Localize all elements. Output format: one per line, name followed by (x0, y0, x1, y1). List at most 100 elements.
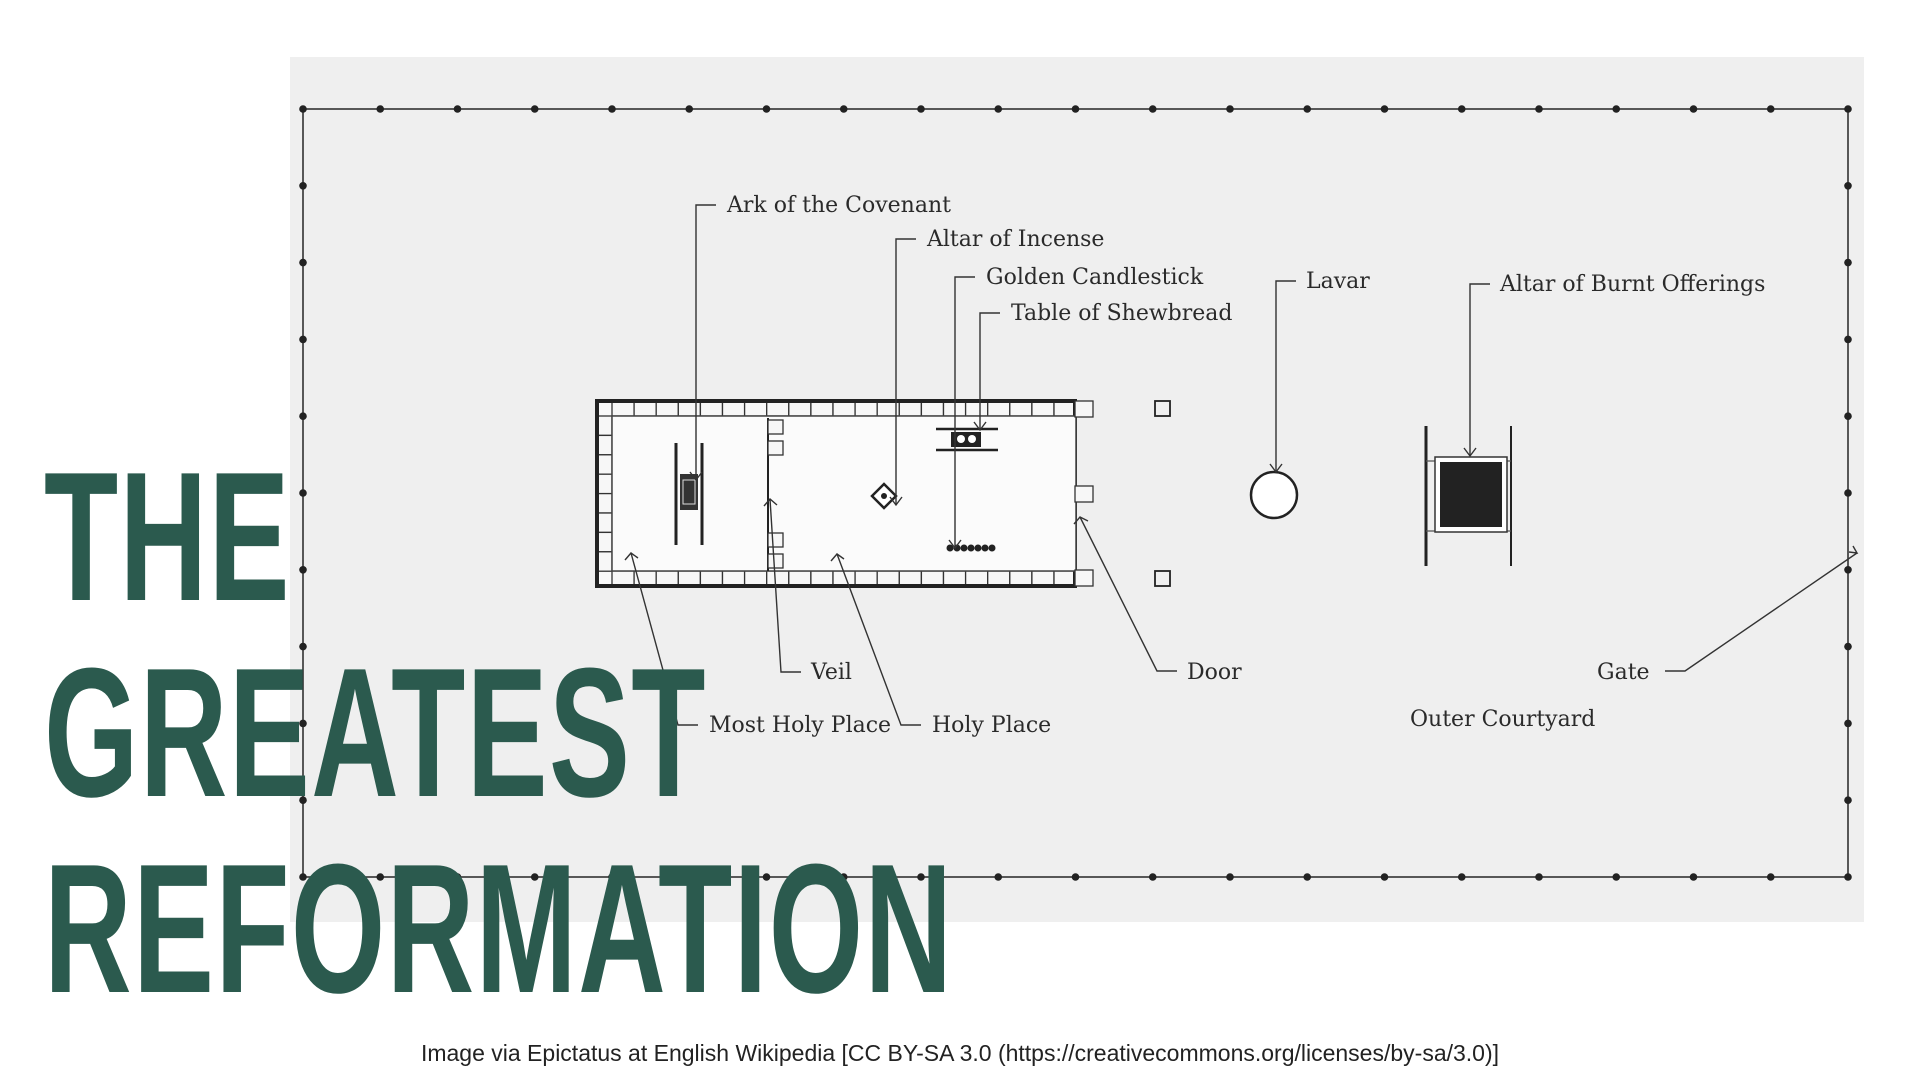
fence-post (917, 873, 925, 881)
wall-board (721, 400, 746, 417)
fence-post (299, 258, 307, 267)
fence-post (1844, 489, 1852, 497)
wall-board (920, 400, 945, 417)
fence-post (1844, 796, 1852, 804)
fence-post (685, 105, 694, 113)
fence-post (530, 105, 539, 113)
fence-post (839, 105, 848, 113)
fence-post (299, 412, 307, 421)
fence-post (530, 873, 539, 881)
fence-post (299, 182, 307, 190)
fence-post (299, 796, 307, 804)
title-line-2: GREATEST (44, 629, 707, 835)
fence-post (1380, 873, 1389, 881)
fence-post (299, 105, 307, 113)
label-veil: Veil (810, 660, 852, 685)
label-altar-of-burnt-offerings: Altar of Burnt Offerings (1499, 272, 1765, 297)
fence-post (299, 642, 307, 651)
wall-board (699, 400, 724, 417)
fence-post (376, 105, 385, 113)
fence-post (1612, 873, 1621, 881)
fence-post (1844, 335, 1852, 344)
label-table-of-shewbread: Table of Shewbread (1011, 301, 1233, 326)
fence-post (1844, 182, 1852, 190)
wall-board (1031, 570, 1055, 587)
fence-post (1612, 105, 1621, 113)
label-golden-candlestick: Golden Candlestick (986, 265, 1204, 290)
fence-post (608, 105, 616, 113)
fence-post (1844, 719, 1852, 728)
wall-board (1009, 570, 1033, 587)
altar-of-burnt-offerings-icon (1424, 426, 1512, 566)
fence-post (1457, 873, 1466, 881)
fence-post (1689, 105, 1698, 113)
fence-post (1148, 105, 1157, 113)
table-of-shewbread-icon (936, 427, 998, 452)
fence-post (1844, 873, 1852, 881)
wall-board (810, 400, 834, 417)
label-outer-courtyard: Outer Courtyard (1410, 707, 1595, 732)
fence-post (1457, 105, 1466, 113)
fence-post (1226, 105, 1234, 113)
wall-board (743, 400, 768, 417)
fence-post (839, 873, 848, 881)
label-holy-place: Holy Place (932, 713, 1051, 738)
fence-post (299, 335, 307, 344)
wall-board (655, 400, 679, 417)
fence-post (1766, 873, 1775, 881)
wall-board (633, 400, 657, 417)
fence-post (994, 873, 1003, 881)
wall-board (788, 400, 812, 417)
wall-board (596, 415, 613, 437)
fence-post (685, 873, 694, 881)
title-line-3: REFORMATION (44, 825, 954, 1031)
fence-post (299, 566, 307, 574)
fence-post (1844, 105, 1852, 113)
altar-of-incense-icon (870, 482, 898, 510)
fence-post (1303, 105, 1312, 113)
title-line-1: THE (44, 433, 291, 639)
wall-board (1053, 400, 1077, 417)
fence-post (1689, 873, 1698, 881)
label-gate: Gate (1597, 660, 1650, 685)
wall-board (832, 400, 856, 417)
wall-board (987, 570, 1011, 587)
wall-board (1031, 400, 1055, 417)
fence-post (762, 105, 771, 113)
fence-post (1766, 105, 1775, 113)
fence-post (608, 873, 616, 881)
fence-post (994, 105, 1003, 113)
wall-board (964, 570, 989, 587)
label-ark-of-the-covenant: Ark of the Covenant (726, 193, 951, 218)
fence-post (1071, 873, 1080, 881)
wall-board (611, 400, 635, 417)
fence-post (299, 719, 307, 728)
wall-board (1053, 570, 1077, 587)
label-altar-of-incense: Altar of Incense (926, 227, 1104, 252)
fence-post (1844, 642, 1852, 651)
label-lavar: Lavar (1306, 269, 1370, 294)
fence-post (1303, 873, 1312, 881)
fence-post (762, 873, 771, 881)
label-door: Door (1187, 660, 1242, 685)
fence-post (299, 489, 307, 497)
page-title: THE GREATEST REFORMATION (44, 438, 953, 1026)
fence-post (917, 105, 925, 113)
wall-board (964, 400, 989, 417)
lavar-icon (1249, 470, 1299, 520)
fence-post (1148, 873, 1157, 881)
fence-post (453, 105, 462, 113)
wall-board (766, 400, 790, 417)
wall-board (898, 400, 923, 417)
fence-post (453, 873, 462, 881)
ark-of-the-covenant-icon (674, 443, 704, 545)
fence-post (1844, 566, 1852, 574)
fence-post (1844, 412, 1852, 421)
fence-posts (299, 105, 1852, 881)
wall-board (987, 400, 1011, 417)
fence-post (1071, 105, 1080, 113)
fence-post (1535, 873, 1543, 881)
fence-post (1535, 105, 1543, 113)
image-credit: Image via Epictatus at English Wikipedia… (420, 1040, 1500, 1066)
